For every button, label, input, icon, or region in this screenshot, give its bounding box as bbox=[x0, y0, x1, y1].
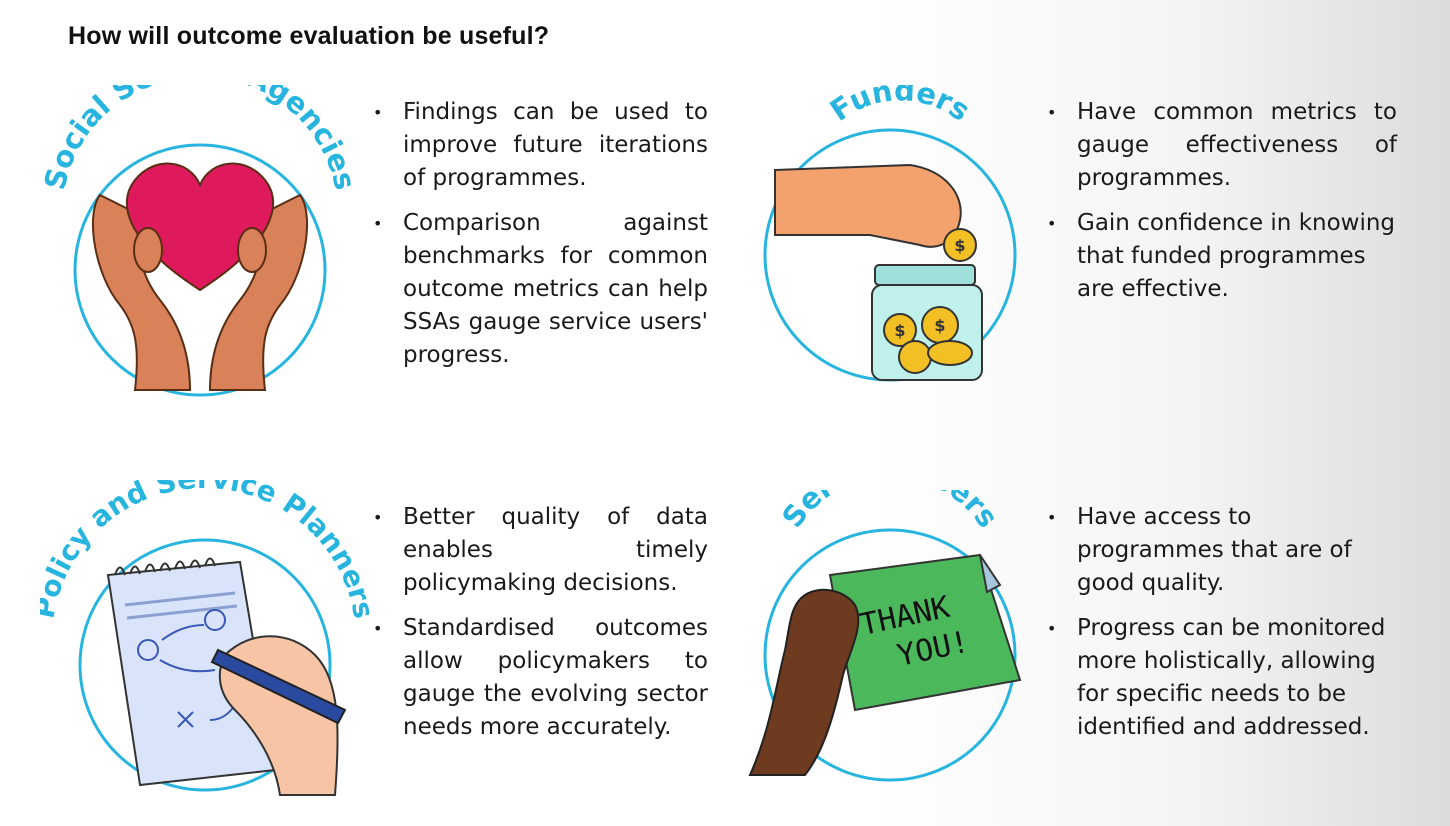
svg-text:$: $ bbox=[894, 321, 905, 340]
bullet-list-service-users: •Have access to programmes that are of g… bbox=[1047, 501, 1397, 756]
list-item: •Gain confidence in knowing that funded … bbox=[1047, 210, 1396, 302]
policy-planners-illustration: Policy and Service Planners bbox=[40, 480, 370, 796]
hand-icon bbox=[774, 163, 962, 248]
list-item: •Findings can be used to improve future … bbox=[373, 99, 708, 191]
hand-with-pen-icon bbox=[210, 635, 347, 796]
bullet-list-policy-planners: •Better quality of data enables timely p… bbox=[373, 501, 708, 756]
panel-heading-social-service-agencies: Social Service Agencies bbox=[40, 85, 360, 193]
funders-illustration: Funders $ $ $ bbox=[763, 85, 1017, 382]
page-title: How will outcome evaluation be useful? bbox=[68, 22, 550, 50]
service-users-illustration: Service Users THANK YOU! bbox=[748, 490, 1022, 782]
list-item: •Standardised outcomes allow policymaker… bbox=[373, 615, 708, 740]
panel-heading-funders: Funders bbox=[824, 85, 976, 128]
panel-heading-service-users: Service Users bbox=[775, 490, 1005, 534]
hand-icon bbox=[748, 588, 860, 776]
bullet-list-social-service-agencies: •Findings can be used to improve future … bbox=[373, 96, 708, 384]
svg-text:$: $ bbox=[934, 316, 945, 335]
svg-text:$: $ bbox=[954, 236, 965, 255]
social-service-agencies-illustration: Social Service Agencies bbox=[40, 85, 360, 397]
circle-outline bbox=[78, 538, 332, 792]
notepad-icon bbox=[106, 557, 277, 787]
list-item: •Have common metrics to gauge effectiven… bbox=[1047, 99, 1397, 191]
coin-icon bbox=[883, 228, 977, 374]
list-item: •Better quality of data enables timely p… bbox=[373, 504, 708, 596]
hands-icon bbox=[91, 193, 309, 391]
heart-icon bbox=[125, 162, 275, 292]
list-item: •Comparison against benchmarks for commo… bbox=[373, 210, 708, 368]
bullet-list-funders: •Have common metrics to gauge effectiven… bbox=[1047, 96, 1397, 318]
list-item: •Progress can be monitored more holistic… bbox=[1047, 615, 1386, 740]
circle-outline bbox=[73, 143, 327, 397]
list-item: •Have access to programmes that are of g… bbox=[1047, 504, 1352, 596]
circle-outline bbox=[763, 528, 1017, 782]
